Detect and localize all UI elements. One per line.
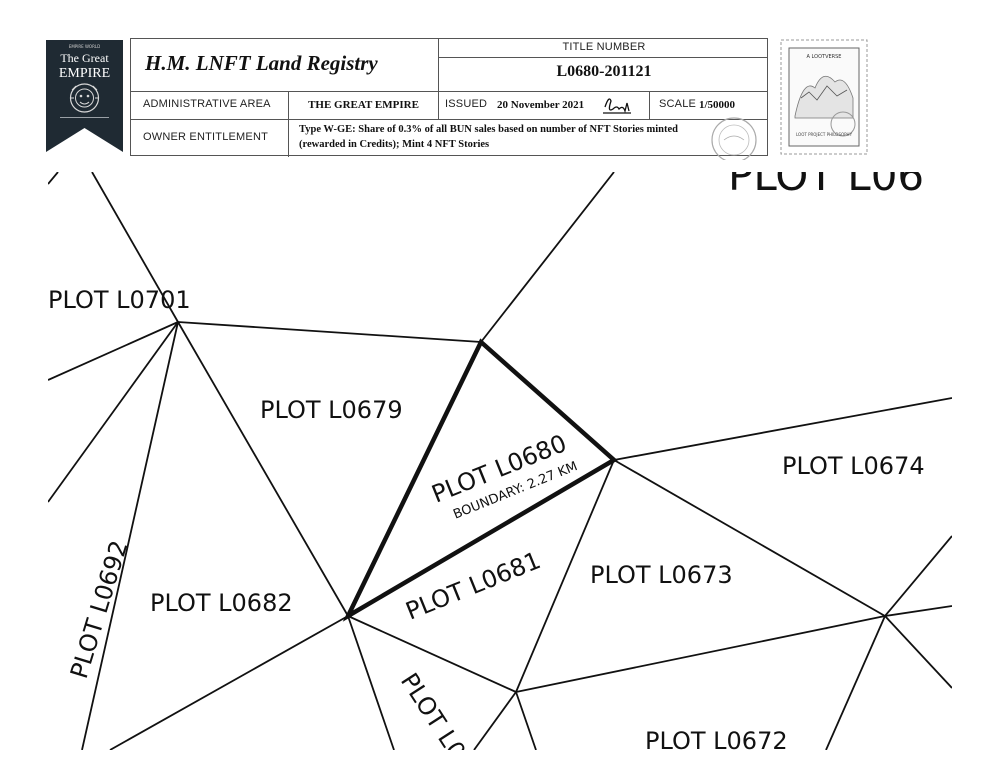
empire-badge-logo: EMPIRE WORLD The Great EMPIRE bbox=[46, 40, 123, 152]
admin-area-label: ADMINISTRATIVE AREA bbox=[143, 98, 271, 110]
registry-header: H.M. LNFT Land Registry TITLE NUMBER L06… bbox=[130, 38, 768, 157]
svg-text:EMPIRE WORLD: EMPIRE WORLD bbox=[69, 44, 100, 49]
owner-entitlement-line1: Type W-GE: Share of 0.3% of all BUN sale… bbox=[299, 124, 678, 135]
admin-area-value: THE GREAT EMPIRE bbox=[308, 99, 419, 111]
stamp-illustration-icon bbox=[794, 75, 856, 137]
plot-label-l0674: PLOT L0674 bbox=[782, 452, 925, 480]
plot-label-l0671: PLOT L0671 bbox=[395, 668, 496, 750]
plot-label-l0692: PLOT L0692 bbox=[65, 537, 133, 682]
plot-map: PLOT L0701 PLOT L0679 PLOT L0680 BOUNDAR… bbox=[48, 172, 952, 750]
plot-label-l0682: PLOT L0682 bbox=[150, 589, 293, 617]
plot-label-l0679: PLOT L0679 bbox=[260, 396, 403, 424]
badge-line1: The Great bbox=[60, 51, 109, 65]
plot-label-l0701: PLOT L0701 bbox=[48, 286, 191, 314]
issued-value: 20 November 2021 bbox=[497, 99, 585, 111]
postage-stamp: A LOOTVERSE LOOT PROJECT PHILOSOPHY bbox=[779, 38, 869, 156]
plot-boundaries bbox=[48, 172, 952, 750]
title-number: L0680-201121 bbox=[556, 63, 652, 80]
plot-label-l0673: PLOT L0673 bbox=[590, 561, 733, 589]
stamp-side-text: LOOT PROJECT PHILOSOPHY bbox=[796, 132, 853, 137]
plot-label-l0672: PLOT L0672 bbox=[645, 727, 788, 750]
signature-icon bbox=[603, 98, 631, 114]
plot-label-partial-top: PLOT L06 bbox=[728, 172, 924, 200]
plot-label-l0681: PLOT L0681 bbox=[402, 546, 545, 625]
issued-label: ISSUED bbox=[445, 98, 488, 110]
plot-l0680-boundary bbox=[342, 338, 618, 622]
badge-line2: EMPIRE bbox=[59, 66, 110, 81]
owner-entitlement-label: OWNER ENTITLEMENT bbox=[143, 131, 269, 143]
round-seal-icon bbox=[711, 117, 757, 160]
scale-value: 1/50000 bbox=[699, 99, 736, 111]
stamp-top-text: A LOOTVERSE bbox=[807, 54, 842, 60]
registry-title: H.M. LNFT Land Registry bbox=[145, 51, 378, 75]
scale-label: SCALE bbox=[659, 98, 697, 110]
owner-entitlement-line2: (rewarded in Credits); Mint 4 NFT Storie… bbox=[299, 139, 490, 150]
lion-crest-icon bbox=[69, 83, 100, 113]
title-number-label: TITLE NUMBER bbox=[562, 41, 646, 53]
